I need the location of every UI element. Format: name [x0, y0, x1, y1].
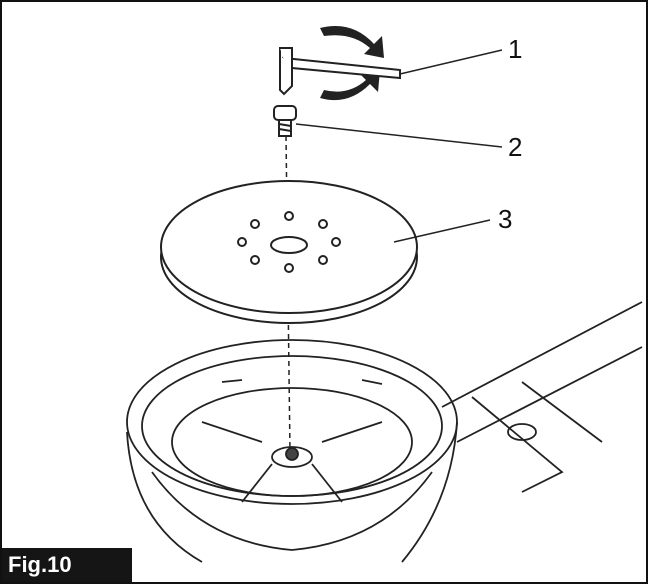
callout-1: 1 [508, 34, 522, 64]
rotation-arrows-icon [320, 26, 384, 101]
axis-line [285, 135, 291, 453]
figure-label: Fig.10 [2, 548, 132, 582]
bolt [273, 105, 297, 137]
sanding-pad [160, 180, 418, 324]
tool-arm [441, 301, 643, 493]
tool-housing [126, 339, 458, 563]
callout-2: 2 [508, 132, 522, 162]
leader-lines [295, 49, 503, 243]
hex-wrench [279, 47, 401, 96]
callout-3: 3 [498, 204, 512, 234]
